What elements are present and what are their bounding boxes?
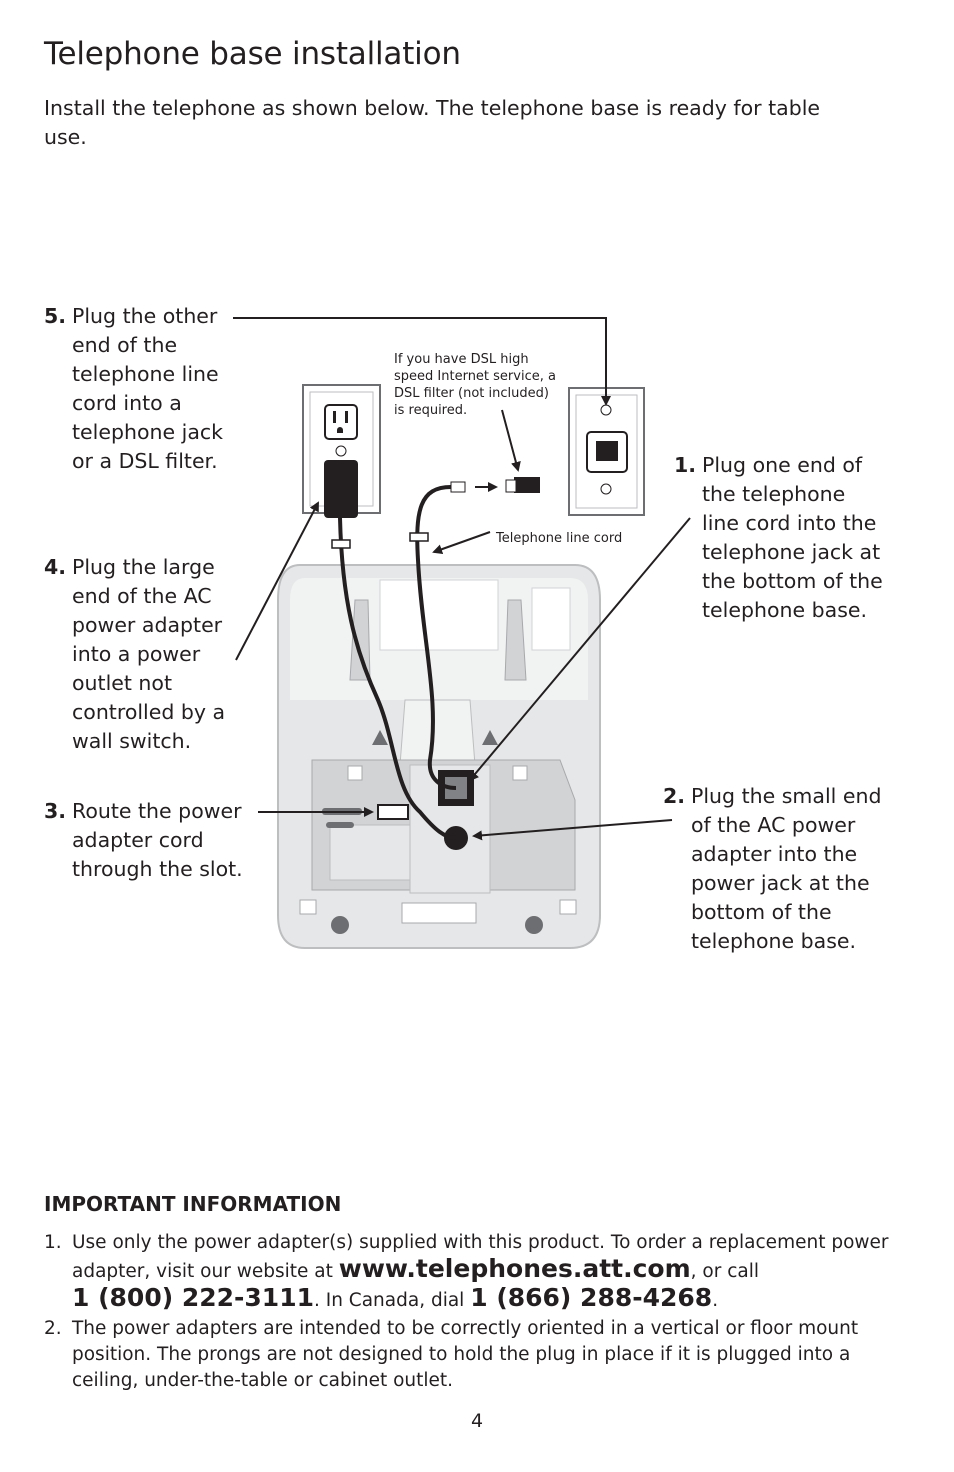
step-2-number: 2. (663, 784, 686, 808)
step-5: 5. Plug the other end of the telephone l… (44, 302, 244, 476)
step-1-text: Plug one end of the telephone line cord … (702, 453, 883, 622)
step-5-number: 5. (44, 304, 67, 328)
dsl-filter-illustration (450, 477, 540, 493)
step-2-text: Plug the small end of the AC power adapt… (691, 784, 882, 953)
important-info-heading: IMPORTANT INFORMATION (44, 1192, 342, 1216)
line-cord-label: Telephone line cord (496, 531, 623, 546)
leader-lines (233, 317, 691, 841)
telephone-base-illustration (277, 564, 601, 949)
step-3-number: 3. (44, 799, 67, 823)
page-title: Telephone base installation (44, 36, 461, 72)
step-5-text: Plug the other end of the telephone line… (72, 304, 224, 473)
cords (338, 485, 457, 840)
website-link[interactable]: www.telephones.att.com (338, 1254, 691, 1283)
power-outlet-illustration (302, 384, 381, 518)
step-2: 2. Plug the small end of the AC power ad… (663, 782, 923, 956)
step-3-text: Route the power adapter cord through the… (72, 799, 243, 881)
phone-canada: 1 (866) 288-4268 (470, 1283, 713, 1312)
important-info-list: 1. Use only the power adapter(s) supplie… (44, 1230, 904, 1396)
intro-text: Install the telephone as shown below. Th… (44, 96, 821, 149)
dsl-note: If you have DSL high speed Internet serv… (394, 352, 556, 418)
step-4: 4. Plug the large end of the AC power ad… (44, 553, 254, 756)
step-1: 1. Plug one end of the telephone line co… (674, 451, 924, 625)
step-3: 3. Route the power adapter cord through … (44, 797, 264, 884)
list-item: 2. The power adapters are intended to be… (44, 1318, 859, 1391)
wall-phone-jack-illustration (568, 387, 645, 516)
step-1-number: 1. (674, 453, 697, 477)
list-item: 1. Use only the power adapter(s) supplie… (44, 1232, 889, 1312)
step-4-number: 4. (44, 555, 67, 579)
step-4-text: Plug the large end of the AC power adapt… (72, 555, 226, 753)
installation-diagram (233, 317, 691, 949)
page-number: 4 (470, 1410, 484, 1432)
phone-us: 1 (800) 222-3111 (72, 1283, 314, 1312)
